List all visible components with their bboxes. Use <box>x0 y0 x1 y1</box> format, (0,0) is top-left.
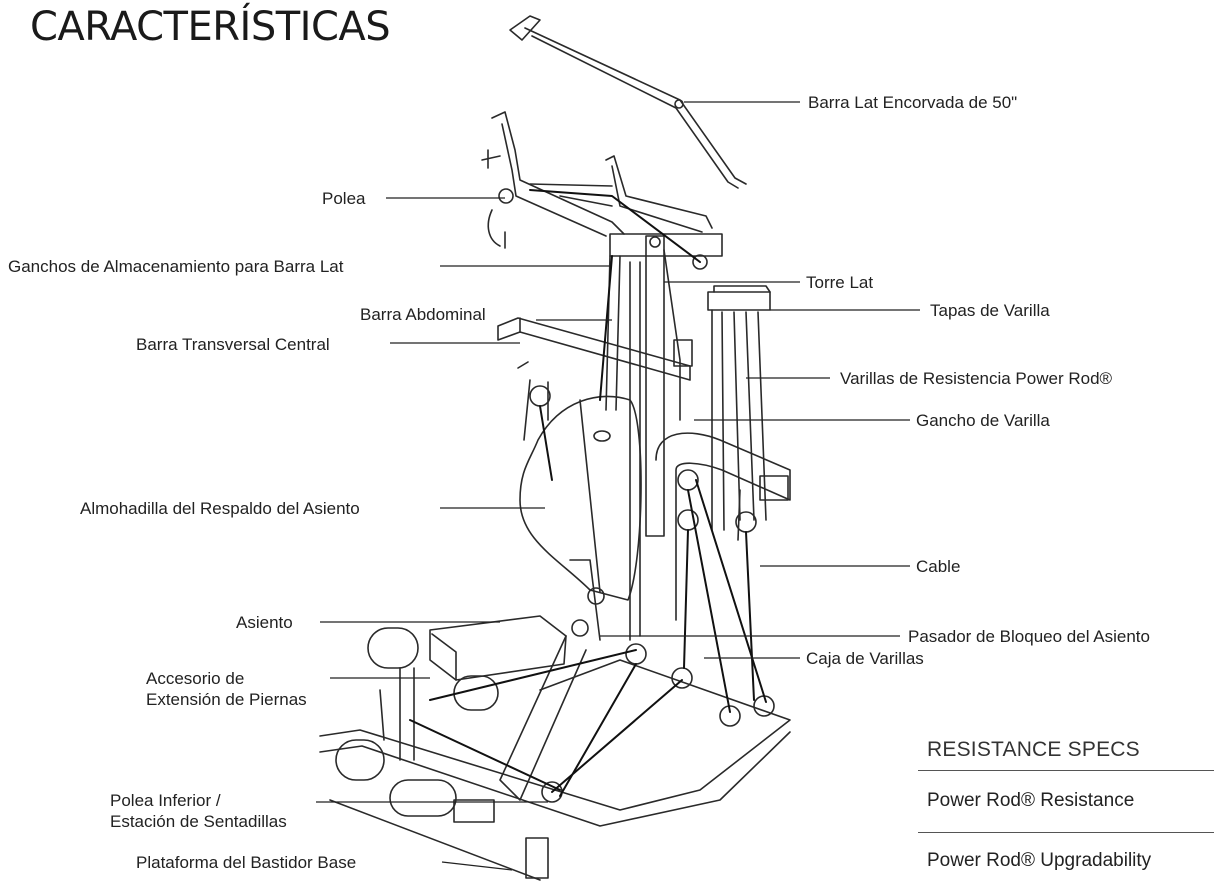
label-accesorio: Accesorio de Extensión de Piernas <box>146 668 307 710</box>
base-frame-drawing <box>319 559 791 881</box>
lat-bar-drawing <box>509 15 747 189</box>
top-frame-drawing <box>481 111 723 270</box>
label-accesorio-line1: Accesorio de <box>146 669 245 688</box>
label-torre-lat: Torre Lat <box>806 273 874 292</box>
label-asiento: Asiento <box>236 613 293 632</box>
label-polea: Polea <box>322 189 366 208</box>
label-polea-inferior-line1: Polea Inferior / <box>110 791 221 810</box>
label-pasador: Pasador de Bloqueo del Asiento <box>908 627 1150 646</box>
specs-row-upgradability: Power Rod® Upgradability <box>927 850 1152 871</box>
label-varillas: Varillas de Resistencia Power Rod® <box>840 369 1113 388</box>
label-barra-lat: Barra Lat Encorvada de 50" <box>808 93 1018 112</box>
label-caja: Caja de Varillas <box>806 649 924 668</box>
label-accesorio-line2: Extensión de Piernas <box>146 690 307 709</box>
specs-divider <box>918 770 1214 771</box>
leader-lines <box>316 101 920 871</box>
label-plataforma: Plataforma del Bastidor Base <box>136 853 357 872</box>
label-gancho-varilla: Gancho de Varilla <box>916 411 1050 430</box>
label-barra-transversal: Barra Transversal Central <box>136 335 330 354</box>
specs-divider <box>918 832 1214 833</box>
seat-drawing <box>429 615 567 681</box>
label-barra-abdominal: Barra Abdominal <box>360 305 486 324</box>
label-polea-inferior: Polea Inferior / Estación de Sentadillas <box>110 790 287 832</box>
cables-drawing <box>409 189 767 797</box>
backrest-drawing <box>519 395 642 601</box>
label-cable: Cable <box>916 557 961 576</box>
page-title: CARACTERÍSTICAS <box>30 4 391 50</box>
label-tapas: Tapas de Varilla <box>930 301 1050 320</box>
leg-extension-drawing <box>335 627 499 817</box>
label-almohadilla: Almohadilla del Respaldo del Asiento <box>80 499 360 518</box>
label-polea-inferior-line2: Estación de Sentadillas <box>110 812 287 831</box>
specs-heading: RESISTANCE SPECS <box>927 738 1140 761</box>
tower-drawing <box>605 235 681 641</box>
label-ganchos: Ganchos de Almacenamiento para Barra Lat <box>8 257 344 276</box>
specs-row-resistance: Power Rod® Resistance <box>927 790 1135 811</box>
crossbar-drawing <box>497 317 693 441</box>
